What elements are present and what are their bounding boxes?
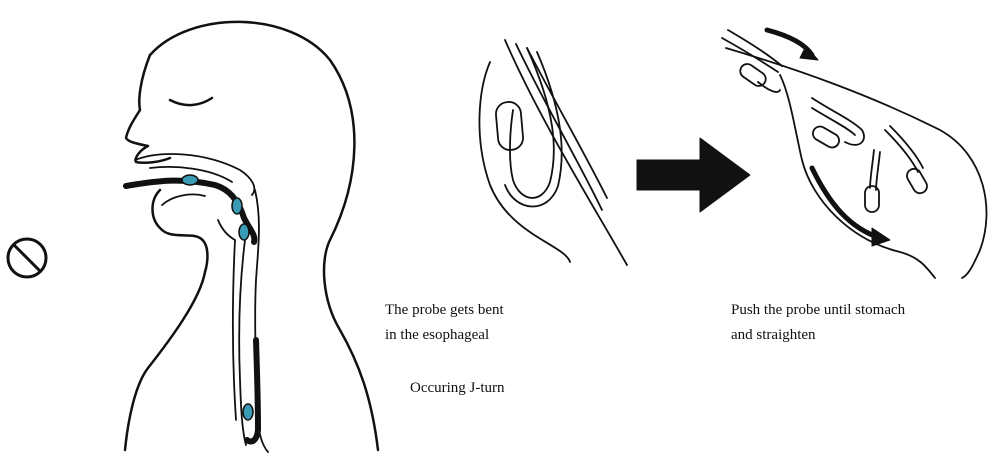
stomach-diagram — [722, 30, 987, 278]
probe — [126, 181, 258, 442]
caption-push-line1: Push the probe until stomach — [731, 298, 905, 323]
caption-bent-line2: in the esophageal — [385, 323, 504, 348]
caption-jturn: Occuring J-turn — [410, 376, 505, 401]
caption-bent: The probe gets bent in the esophageal — [385, 298, 504, 348]
caption-push-line2: and straighten — [731, 323, 905, 348]
right-arrow-icon — [637, 138, 750, 212]
caption-bent-line1: The probe gets bent — [385, 298, 504, 323]
prohibited-icon — [8, 239, 46, 277]
caption-push: Push the probe until stomach and straigh… — [731, 298, 905, 348]
bent-probe-closeup — [479, 40, 627, 265]
